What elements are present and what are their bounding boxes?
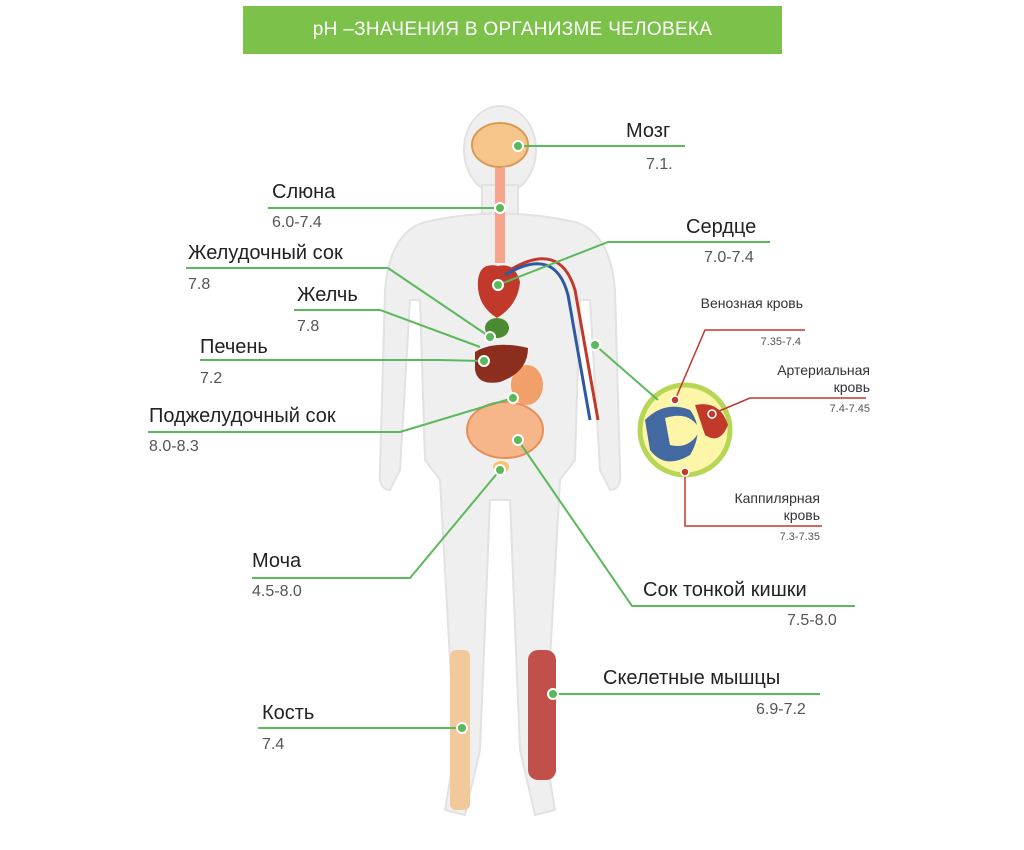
value-bile: 7.8 xyxy=(297,318,320,335)
label-bone: Кость xyxy=(262,702,315,724)
label-capillary-blood: Каппилярная кровь xyxy=(734,490,820,523)
value-saliva: 6.0-7.4 xyxy=(272,214,322,231)
label-pancreatic: Поджелудочный сок xyxy=(149,405,336,427)
esophagus-icon xyxy=(495,168,505,263)
label-saliva: Слюна xyxy=(272,181,336,203)
vein-icon xyxy=(504,262,592,421)
label-liver: Печень xyxy=(200,336,268,358)
label-muscles: Скелетные мышцы xyxy=(603,667,781,689)
label-bile: Желчь xyxy=(297,284,358,306)
value-heart: 7.0-7.4 xyxy=(704,249,754,266)
page-title: pH –ЗНАЧЕНИЯ В ОРГАНИЗМЕ ЧЕЛОВЕКА xyxy=(312,19,713,40)
value-gastric: 7.8 xyxy=(188,276,211,293)
value-brain: 7.1. xyxy=(646,156,673,173)
blood-marker-dots xyxy=(670,395,717,477)
value-venous-blood: 7.35-7.4 xyxy=(760,336,801,348)
label-venous-blood: Венозная кровь xyxy=(700,295,803,311)
value-liver: 7.2 xyxy=(200,370,223,387)
label-arterial-blood: Артериальная кровь xyxy=(777,362,870,395)
organs xyxy=(450,122,600,810)
muscle-icon xyxy=(528,650,556,780)
label-brain: Мозг xyxy=(626,120,671,142)
leader-lines xyxy=(148,145,855,729)
blood-leader-lines xyxy=(674,329,866,527)
blood-circle xyxy=(637,382,733,478)
value-muscles: 6.9-7.2 xyxy=(756,701,806,718)
value-intestinal: 7.5-8.0 xyxy=(787,612,837,629)
heart-icon xyxy=(477,265,520,318)
title-banner: pH –ЗНАЧЕНИЯ В ОРГАНИЗМЕ ЧЕЛОВЕКА xyxy=(243,6,782,54)
marker-dots xyxy=(456,140,601,734)
label-intestinal: Сок тонкой кишки xyxy=(643,579,807,601)
value-capillary-blood: 7.3-7.35 xyxy=(779,531,820,543)
value-arterial-blood: 7.4-7.45 xyxy=(829,403,870,415)
liver-icon xyxy=(475,344,528,383)
intestine-icon xyxy=(466,401,544,459)
value-bone: 7.4 xyxy=(262,736,285,753)
label-heart: Сердце xyxy=(686,216,757,238)
value-pancreatic: 8.0-8.3 xyxy=(149,438,199,455)
label-urine: Моча xyxy=(252,550,302,572)
blood-vessels-icon xyxy=(509,257,600,421)
value-urine: 4.5-8.0 xyxy=(252,583,302,600)
label-gastric: Желудочный сок xyxy=(188,242,343,264)
stomach-icon xyxy=(511,365,543,405)
